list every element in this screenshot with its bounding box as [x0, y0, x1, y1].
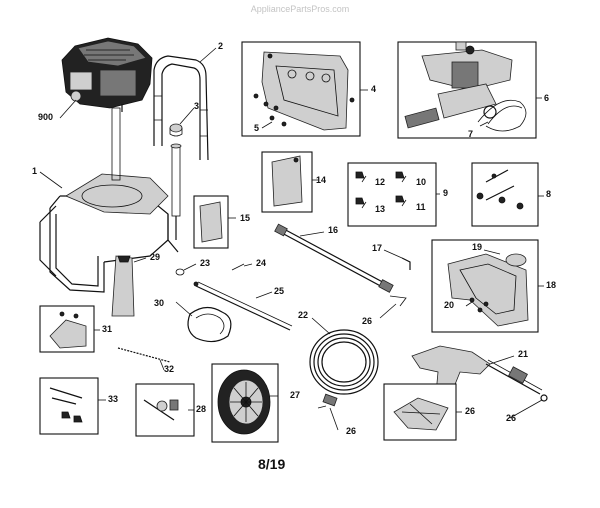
callout-32: 32	[164, 364, 175, 374]
rod-25-part	[193, 281, 293, 331]
strap-32-part	[117, 347, 171, 363]
detergent-tube-part	[111, 255, 135, 317]
leader-lines	[39, 47, 544, 431]
callout-14: 14	[316, 175, 327, 185]
callout-19: 19	[472, 242, 483, 252]
wheel-part	[217, 369, 271, 435]
callout-13: 13	[375, 204, 386, 214]
spray-gun-part	[411, 345, 548, 402]
cover-part	[447, 253, 529, 327]
box-28	[135, 383, 195, 437]
box-33	[39, 377, 99, 435]
tip-26a-part	[389, 295, 407, 307]
callout-26-gun-box: 26	[465, 406, 476, 416]
gun-parts-26-part	[393, 397, 449, 431]
callout-22: 22	[298, 310, 309, 320]
hose-hanger-part	[187, 306, 232, 343]
callout-29: 29	[150, 252, 161, 262]
wand-part	[274, 223, 394, 293]
callout-10: 10	[416, 177, 427, 187]
bolts-33-part	[49, 387, 83, 423]
watermark: AppliancePartsPros.com	[250, 4, 350, 14]
label-15-part	[199, 201, 223, 243]
callout-3: 3	[194, 101, 200, 111]
callout-26-wand: 26	[362, 316, 373, 326]
callout-900: 900	[38, 112, 54, 122]
engine-part	[61, 37, 153, 112]
callout-12: 12	[375, 177, 386, 187]
panel-part	[261, 51, 355, 131]
callout-24: 24	[256, 258, 267, 268]
handle-knob-part	[169, 123, 183, 137]
callout-25: 25	[274, 286, 285, 296]
clip-17-part	[401, 257, 411, 270]
handle-part	[153, 55, 209, 161]
hose-coil-part	[477, 99, 527, 132]
frame-part	[39, 107, 182, 293]
hose-part	[309, 329, 379, 409]
callout-5: 5	[254, 123, 260, 133]
callout-26-hose: 26	[346, 426, 357, 436]
callout-16: 16	[328, 225, 339, 235]
callout-7: 7	[468, 129, 474, 139]
callout-23: 23	[200, 258, 211, 268]
callout-28: 28	[196, 404, 207, 414]
callout-8: 8	[546, 189, 552, 199]
callout-26-gun-tip: 26	[506, 413, 517, 423]
axle-28-part	[143, 399, 179, 421]
callout-17: 17	[372, 243, 383, 253]
callout-31: 31	[102, 324, 113, 334]
oring-23-part	[175, 268, 185, 276]
callout-9: 9	[443, 188, 449, 198]
callout-18: 18	[546, 280, 557, 290]
callout-1: 1	[32, 166, 38, 176]
callout-27: 27	[290, 390, 301, 400]
page-number: 8/19	[258, 456, 286, 472]
bolt-set-8-part	[476, 169, 524, 210]
callout-33: 33	[108, 394, 119, 404]
callout-20: 20	[444, 300, 455, 310]
label-14-part	[271, 155, 303, 207]
callout-6: 6	[544, 93, 550, 103]
clip-24-part	[231, 263, 245, 271]
screws-part	[253, 93, 287, 127]
bolt-set-9-part	[355, 171, 407, 209]
callout-30: 30	[154, 298, 165, 308]
callout-2: 2	[218, 41, 224, 51]
callout-21: 21	[518, 349, 529, 359]
callout-11: 11	[416, 202, 426, 212]
callout-15: 15	[240, 213, 251, 223]
callout-4: 4	[371, 84, 377, 94]
pump-part	[404, 41, 513, 129]
foot-31-part	[49, 311, 87, 349]
